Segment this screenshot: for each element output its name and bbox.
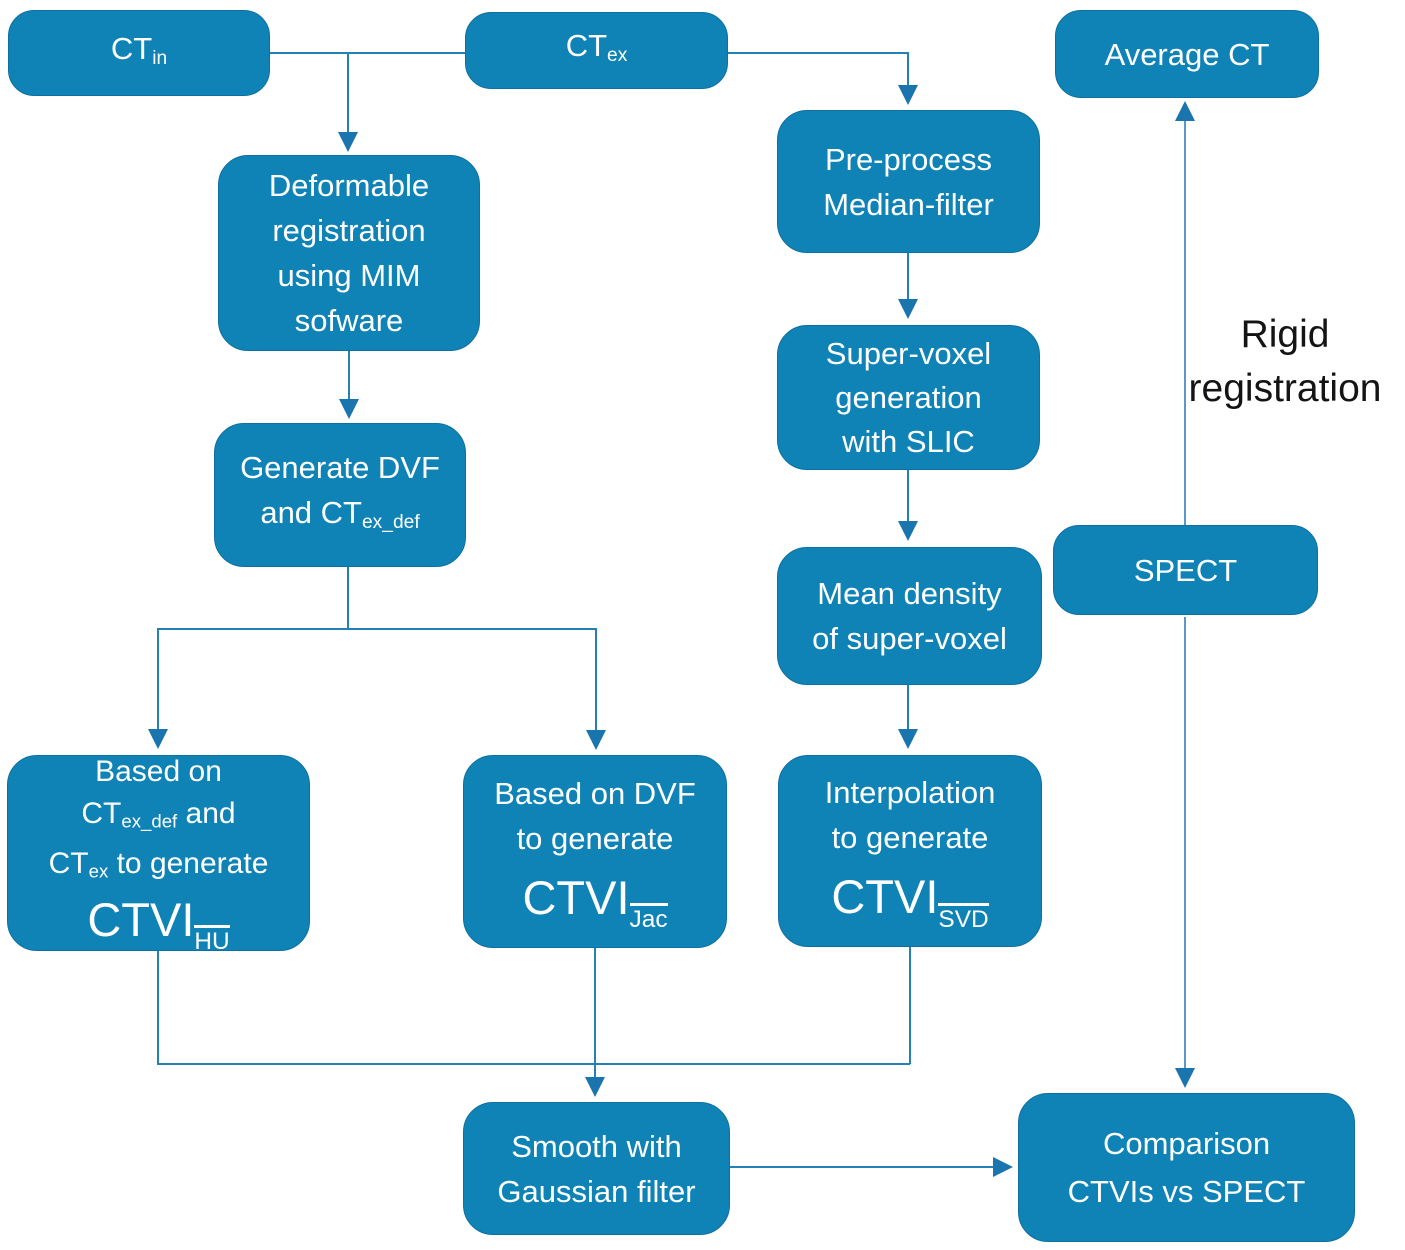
node-ct-in-label: CTin xyxy=(110,30,168,69)
node-spect-label: SPECT xyxy=(1133,552,1238,588)
node-text-line: of super-voxel xyxy=(812,621,1007,656)
node-text-line: Pre-process xyxy=(824,141,993,177)
node-spect: SPECT xyxy=(1053,525,1318,615)
node-average-ct: Average CT xyxy=(1055,10,1319,98)
node-text-line: Based on xyxy=(95,755,222,789)
node-average-ct-label: Average CT xyxy=(1104,36,1270,72)
node-result-label: CTVISVD xyxy=(831,870,989,933)
edge-split-to-ctvi-jac xyxy=(348,628,606,750)
node-text-line: generation xyxy=(835,379,982,415)
node-text-line: Generate DVF xyxy=(240,450,440,486)
node-ctvi-hu: Based on CTex_def and CTex to generate C… xyxy=(7,755,310,954)
node-result-label: CTVIHU xyxy=(87,892,230,956)
node-text-line: Interpolation xyxy=(824,775,996,811)
node-text-line: Comparison xyxy=(1102,1125,1271,1161)
node-text-line: CTVIs vs SPECT xyxy=(1067,1173,1306,1209)
node-mean-density: Mean density of super-voxel xyxy=(777,547,1042,685)
node-text-line: CTex to generate xyxy=(48,847,269,882)
node-text-line: registration xyxy=(272,213,426,248)
label-rigid-registration: Rigid registration xyxy=(1165,308,1405,416)
edge-ctvi-hu-collector xyxy=(157,950,910,1065)
label-text-line: Rigid xyxy=(1240,313,1330,356)
node-ct-ex-label: CTex xyxy=(565,28,628,66)
node-text-line: sofware xyxy=(294,303,404,338)
node-generate-dvf: Generate DVF and CTex_def xyxy=(214,423,466,567)
node-ctvi-svd: Interpolation to generate CTVISVD xyxy=(778,755,1042,947)
node-deformable-registration: Deformable registration using MIM sofwar… xyxy=(218,155,480,351)
node-smooth-gaussian: Smooth with Gaussian filter xyxy=(463,1102,730,1235)
edge-split-to-ctvi-hu xyxy=(148,628,348,749)
node-text-line: Median-filter xyxy=(823,186,994,222)
node-text-line: to generate xyxy=(516,820,674,856)
edge-ctex-to-preprocess xyxy=(728,52,918,105)
node-ctvi-jac: Based on DVF to generate CTVIJac xyxy=(463,755,727,948)
node-result-label: CTVIJac xyxy=(522,870,668,933)
node-text-line: and CTex_def xyxy=(260,495,420,533)
label-text-line: registration xyxy=(1188,367,1382,410)
node-preprocess-median-filter: Pre-process Median-filter xyxy=(777,110,1040,253)
node-text-line: Super-voxel xyxy=(825,335,992,371)
node-comparison: Comparison CTVIs vs SPECT xyxy=(1018,1093,1355,1242)
node-text-line: using MIM xyxy=(277,258,421,293)
node-text-line: Gaussian filter xyxy=(497,1173,696,1209)
node-text-line: Mean density xyxy=(817,576,1002,611)
node-text-line: Based on DVF xyxy=(494,775,696,811)
node-text-line: to generate xyxy=(831,820,989,856)
node-text-line: Deformable xyxy=(268,168,430,203)
node-text-line: with SLIC xyxy=(842,423,975,459)
node-supervoxel-generation: Super-voxel generation with SLIC xyxy=(777,325,1040,470)
node-ct-in: CTin xyxy=(8,10,270,96)
node-text-line: CTex_def and xyxy=(81,797,236,833)
node-text-line: Smooth with xyxy=(511,1128,682,1164)
node-ct-ex: CTex xyxy=(465,12,728,89)
